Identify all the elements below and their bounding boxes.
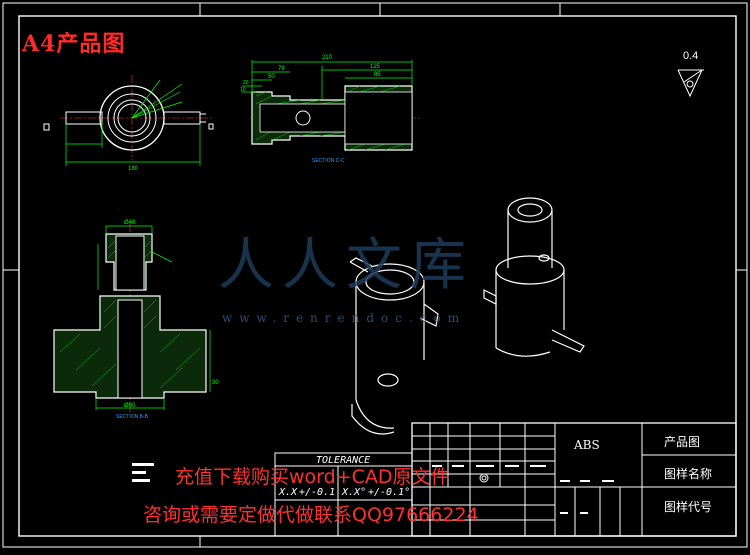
front-section-label: SECTION B-B — [116, 414, 149, 420]
drawing-title: A4产品图 — [22, 31, 126, 57]
promo-line-2: 咨询或需要定做代做联系QQ97666224 — [143, 504, 479, 526]
outer-frame — [2, 2, 748, 548]
front-section — [53, 224, 211, 412]
roughness-value: 0.4 — [683, 50, 699, 62]
product-label: 产品图 — [664, 435, 701, 449]
roughness-symbol — [677, 69, 704, 98]
side-section — [242, 60, 420, 151]
material-value: ABS — [574, 438, 600, 452]
isometric-part-left — [349, 257, 439, 435]
drawing-name-label: 图样名称 — [664, 467, 713, 481]
tolerance-row1-right-format: X.X° — [342, 487, 367, 498]
dim-side-10: 10 — [240, 87, 246, 93]
tolerance-row1-left-format: X.X — [279, 487, 298, 498]
title-block-grid — [274, 422, 737, 537]
isometric-part-right — [483, 197, 585, 357]
dim-side-78: 78 — [278, 66, 285, 72]
title-block-small-marks — [132, 463, 614, 514]
dim-top-width: 180 — [128, 166, 139, 172]
dim-side-85: 85 — [374, 72, 381, 78]
dim-side-total: 210 — [322, 55, 333, 61]
dim-side-20: 20 — [243, 80, 249, 86]
dim-side-125: 125 — [370, 64, 381, 70]
top-view — [43, 75, 214, 166]
tolerance-row1-right-value: +/-0.1° — [368, 487, 411, 498]
dim-front-right: 30 — [212, 380, 219, 386]
side-section-label: SECTION C-C — [312, 158, 345, 164]
drawing-code-label: 图样代号 — [664, 500, 713, 514]
dim-front-top: Ø48 — [124, 220, 136, 226]
tolerance-header: TOLERANCE — [316, 455, 371, 466]
watermark-site-chars: 人人文库 — [218, 233, 474, 298]
dim-front-bottom: Ø60 — [124, 403, 136, 409]
dim-side-50: 50 — [268, 74, 275, 80]
zone-ticks — [3, 3, 747, 547]
promo-line-1: 充值下载购买word+CAD原文件 — [175, 466, 450, 488]
tolerance-row1-left-value: +/-0.1 — [299, 487, 336, 498]
watermark-url: www.renrendoc.com — [222, 311, 467, 325]
